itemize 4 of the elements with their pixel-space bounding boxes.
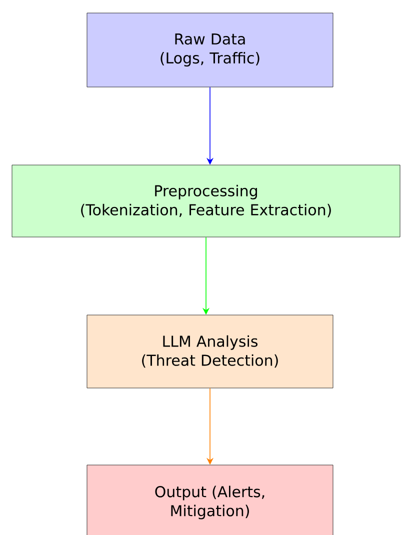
process-box: LLM Analysis (Threat Detection) [86, 314, 334, 388]
process-box: Raw Data (Logs, Traffic) [86, 12, 334, 88]
process-box: Output (Alerts, Mitigation) [86, 464, 334, 535]
process-box: Preprocessing (Tokenization, Feature Extraction) [12, 164, 400, 238]
